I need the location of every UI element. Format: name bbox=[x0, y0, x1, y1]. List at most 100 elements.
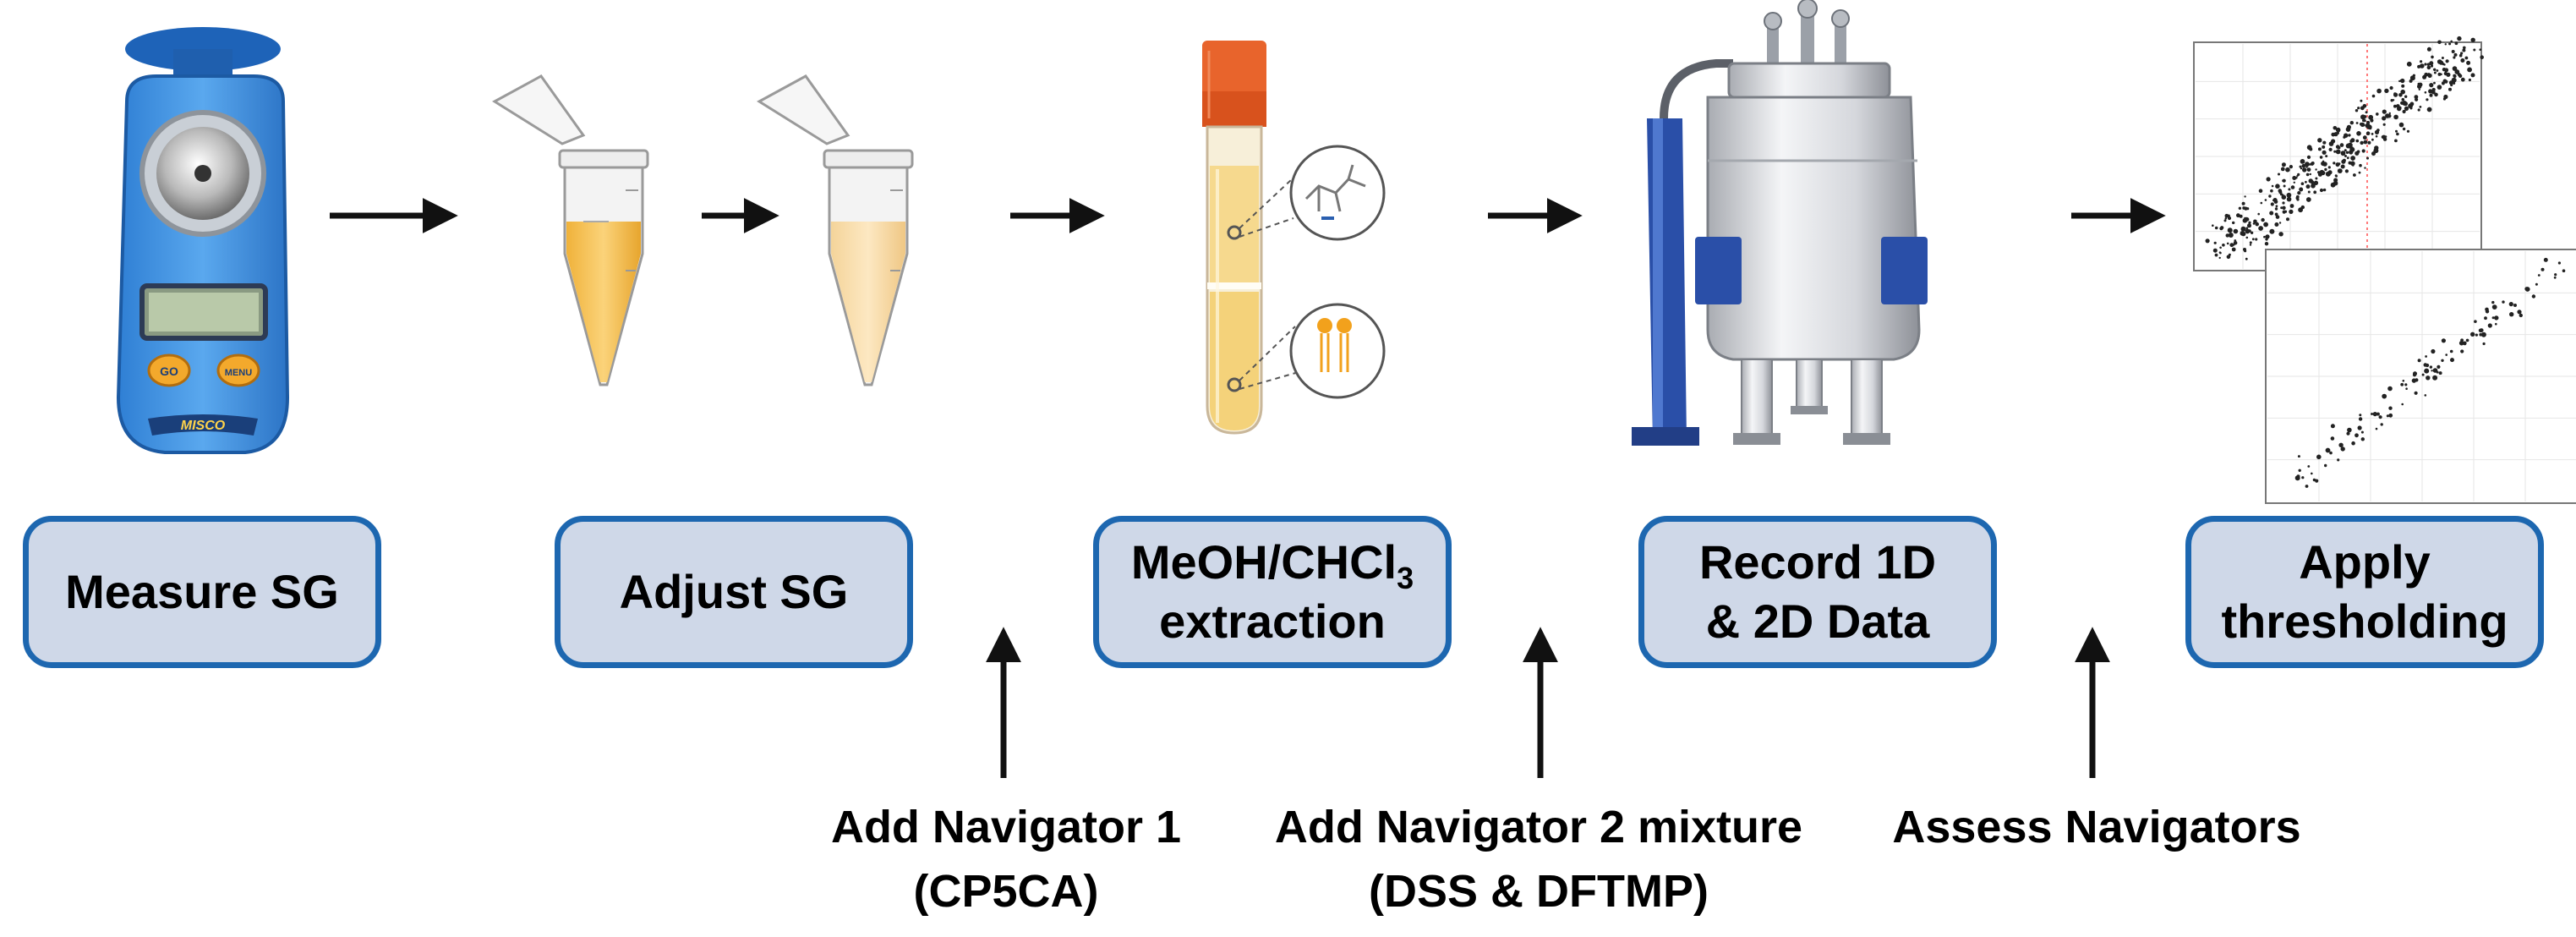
spectrum-peak bbox=[2441, 81, 2445, 85]
spectrum-peak bbox=[2417, 82, 2420, 85]
spectrum-peak bbox=[2452, 66, 2458, 71]
spectrum-peak bbox=[2316, 454, 2322, 460]
spectrum-peak bbox=[2212, 248, 2218, 253]
spectrum-peak bbox=[2258, 226, 2264, 231]
spectrum-peak bbox=[2382, 137, 2387, 141]
spectrum-peak bbox=[2401, 84, 2405, 88]
spectrum-peak bbox=[2441, 359, 2444, 362]
spectrum-peak bbox=[2371, 138, 2374, 141]
spectrum-peak bbox=[2360, 122, 2363, 126]
spectrum-peak bbox=[2537, 274, 2540, 277]
spectrum-peak bbox=[2271, 184, 2274, 188]
spectrum-peak bbox=[2306, 145, 2312, 151]
spectrum-peak bbox=[2392, 99, 2395, 101]
spectrum-peak bbox=[2400, 89, 2405, 95]
spectrum-peak bbox=[2297, 191, 2301, 195]
spectrum-peak bbox=[2255, 222, 2259, 227]
spectrum-peak bbox=[2266, 177, 2271, 182]
spectrum-peak bbox=[2250, 231, 2254, 234]
spectrum-peak bbox=[2282, 205, 2286, 210]
spectrum-peak bbox=[2275, 205, 2278, 208]
spectrum-peak bbox=[2424, 91, 2427, 94]
spectrum-peak bbox=[2229, 243, 2234, 248]
spectrum-peak bbox=[2213, 241, 2217, 244]
spectrum-peak bbox=[2443, 94, 2448, 100]
spectrum-peak bbox=[2281, 162, 2286, 167]
spectrum-peak bbox=[2325, 155, 2328, 158]
spectrum-peak bbox=[2393, 92, 2397, 96]
spectrum-peak bbox=[2473, 48, 2476, 52]
spectrum-peak bbox=[2294, 475, 2300, 481]
spectrum-peak bbox=[2364, 135, 2367, 140]
spectrum-peak bbox=[2281, 194, 2284, 196]
spectrum-peak bbox=[2401, 403, 2404, 406]
spectrum-peak bbox=[2333, 162, 2336, 165]
spectrum-peak bbox=[2233, 228, 2239, 234]
spectrum-peak bbox=[2420, 63, 2425, 68]
spectrum-peak bbox=[2509, 312, 2514, 317]
spectrum-peak bbox=[2453, 82, 2456, 85]
spectrum-peak bbox=[2453, 56, 2456, 59]
spectrum-peak bbox=[2255, 238, 2258, 241]
spectrum-peak bbox=[2227, 227, 2233, 233]
spectrum-peak bbox=[2357, 425, 2362, 430]
spectrum-peak bbox=[2346, 431, 2350, 436]
spectrum-peak bbox=[2226, 242, 2229, 245]
spectrum-peak bbox=[2543, 257, 2548, 262]
spectrum-peak bbox=[2404, 383, 2408, 386]
spectrum-peak bbox=[2329, 451, 2333, 455]
spectrum-peak bbox=[2245, 236, 2249, 239]
tube-light-image bbox=[757, 74, 914, 386]
spectrum-peak bbox=[2214, 253, 2218, 257]
spectrum-peak bbox=[2460, 349, 2464, 353]
spectrum-peak bbox=[2358, 171, 2361, 174]
spectrum-peak bbox=[2479, 328, 2484, 332]
spectrum-peak bbox=[2253, 219, 2257, 224]
spectrum-peak bbox=[2294, 176, 2298, 179]
spectrum-peak bbox=[2424, 368, 2430, 374]
refractometer-image: GO MENU MISCO bbox=[116, 27, 290, 454]
spectrum-peak bbox=[2480, 55, 2484, 59]
spectrum-peak bbox=[2417, 84, 2422, 89]
spectrum-peak bbox=[2264, 242, 2269, 246]
spectrum-peak bbox=[2402, 109, 2406, 114]
spectrum-peak bbox=[2247, 223, 2251, 227]
spectrum-peak bbox=[2301, 476, 2305, 479]
spectrum-peak bbox=[2355, 139, 2360, 143]
step-label-line1: MeOH/CHCl3 bbox=[1130, 535, 1414, 595]
spectrum-peak bbox=[2241, 232, 2246, 237]
spectrum-peak bbox=[2298, 468, 2301, 472]
spectrum-peak bbox=[2232, 221, 2235, 225]
spectrum-peak bbox=[2331, 132, 2336, 137]
spectrum-peak bbox=[2248, 221, 2251, 224]
spectrum-peak bbox=[2384, 88, 2389, 94]
spectrum-peak bbox=[2420, 60, 2423, 63]
spectrum-peak bbox=[2359, 414, 2362, 417]
spectrum-peak bbox=[2227, 216, 2232, 221]
spectrum-peak bbox=[2491, 316, 2495, 320]
spectrum-peak bbox=[2333, 150, 2337, 153]
spectrum-peak bbox=[2381, 135, 2385, 139]
spectrum-peak bbox=[2224, 217, 2228, 220]
spectrum-peak bbox=[2474, 320, 2477, 324]
spectrum-peak bbox=[2337, 168, 2343, 174]
spectrum-peak bbox=[2356, 150, 2360, 154]
spectrum-peak bbox=[2351, 441, 2355, 446]
spectrum-peak bbox=[2278, 222, 2282, 224]
spectrum-peak bbox=[2362, 123, 2365, 127]
spectrum-peak bbox=[2372, 412, 2377, 417]
spectrum-peak bbox=[2444, 79, 2448, 84]
note-assess-navigators: Assess Navigators bbox=[1851, 795, 2342, 859]
spectrum-peak bbox=[2269, 211, 2274, 216]
spectrum-peak bbox=[2295, 196, 2300, 200]
note-add-navigator-2: Add Navigator 2 mixture (DSS & DFTMP) bbox=[1243, 795, 1835, 923]
spectrum-peak bbox=[2437, 40, 2442, 45]
spectrum-peak bbox=[2241, 201, 2245, 205]
spectrum-peak bbox=[2249, 244, 2252, 246]
spectrum-peak bbox=[2324, 463, 2327, 468]
spectrum-peak bbox=[2433, 68, 2437, 72]
spectrum-peak bbox=[2289, 204, 2294, 208]
spectrum-peak bbox=[2286, 217, 2289, 222]
spectrum-peak bbox=[2335, 149, 2341, 155]
